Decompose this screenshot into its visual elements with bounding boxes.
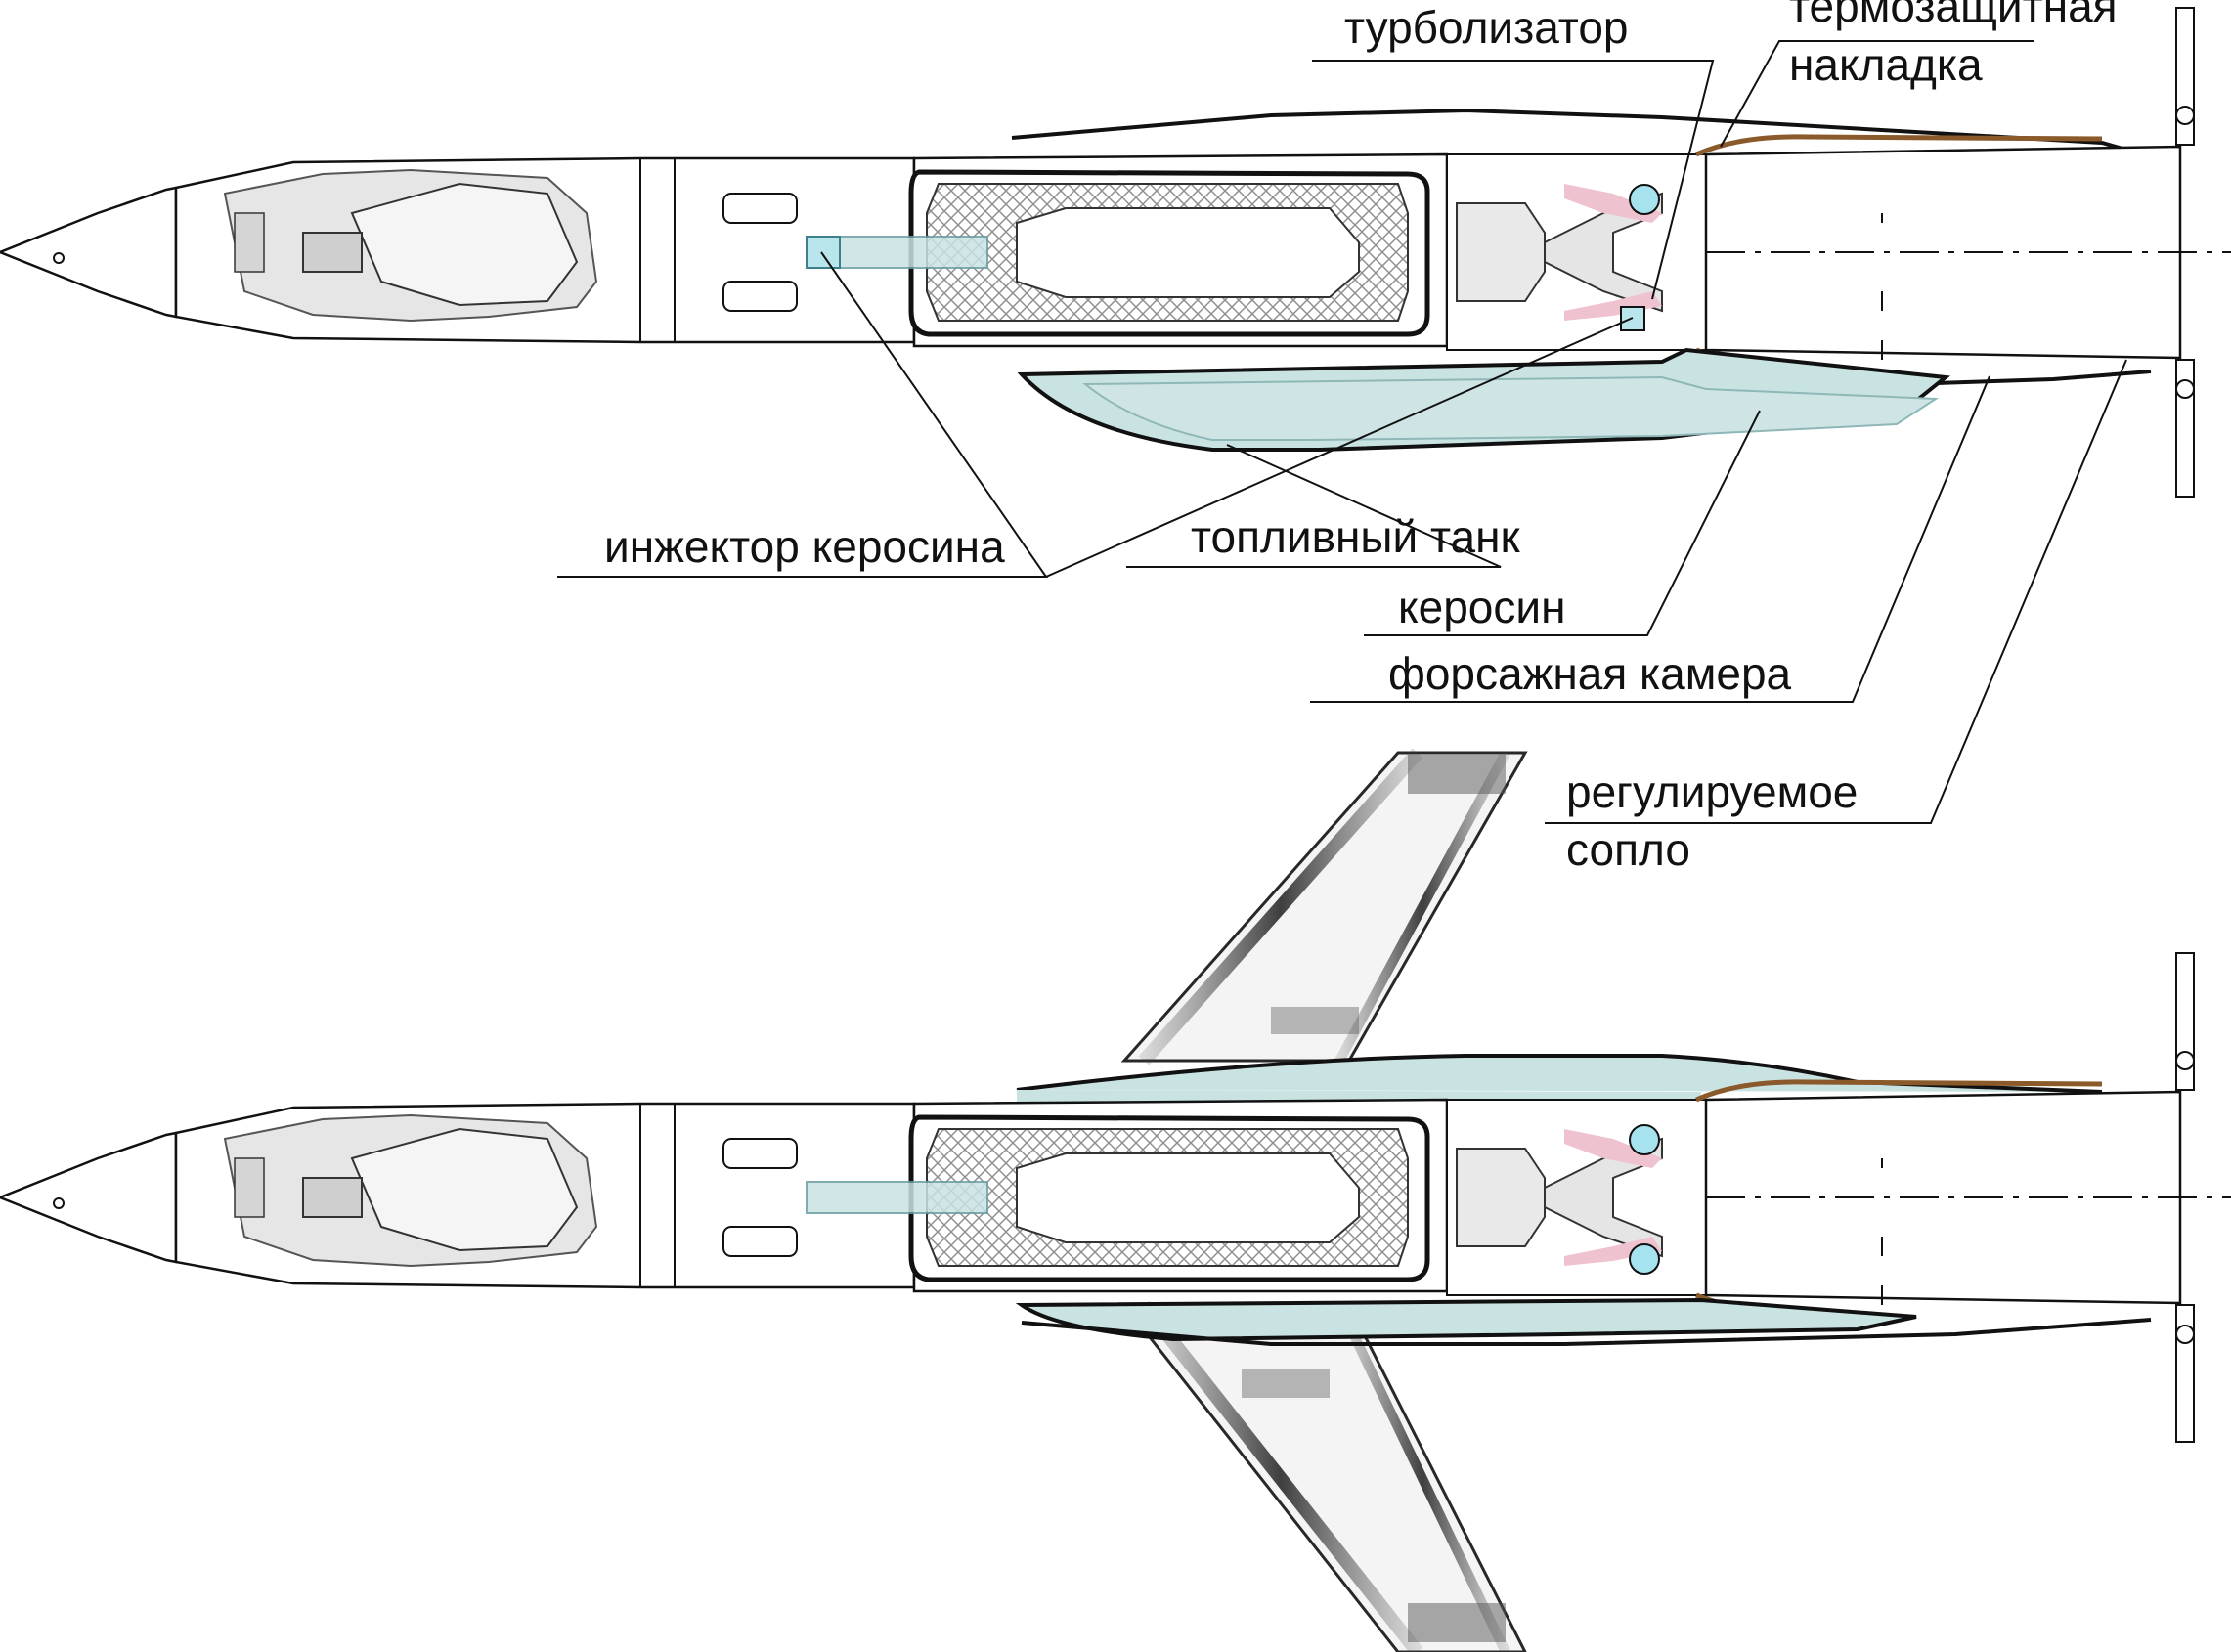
label-thermal-pad-2: накладка — [1789, 39, 1983, 90]
leader-lines — [557, 40, 2127, 824]
label-nozzle-2: сопло — [1566, 824, 1690, 875]
view-top — [0, 8, 2231, 497]
leader-afterburner — [1310, 375, 1990, 703]
leader-fuel-tank — [1126, 444, 1502, 568]
label-kerosene: керосин — [1398, 582, 1566, 632]
label-turbolizer: турболизатор — [1344, 2, 1629, 53]
view-bottom — [0, 748, 2231, 1652]
injector-marker — [1620, 306, 1645, 331]
leader-nozzle — [1545, 359, 2127, 824]
leader-injector-b — [557, 317, 1634, 578]
turbolizer-marker-upper — [1629, 184, 1660, 215]
label-nozzle-1: регулируемое — [1566, 766, 1858, 817]
leader-kerosene — [1364, 410, 1761, 636]
label-kerosene-injector: инжектор керосина — [604, 521, 1005, 572]
label-thermal-pad-1: термозащитная — [1789, 0, 2118, 31]
leader-turbolizer — [1312, 60, 1715, 300]
leader-thermal-pad — [1720, 40, 2034, 148]
label-afterburner: форсажная камера — [1388, 648, 1792, 699]
label-fuel-tank: топливный танк — [1191, 511, 1520, 562]
